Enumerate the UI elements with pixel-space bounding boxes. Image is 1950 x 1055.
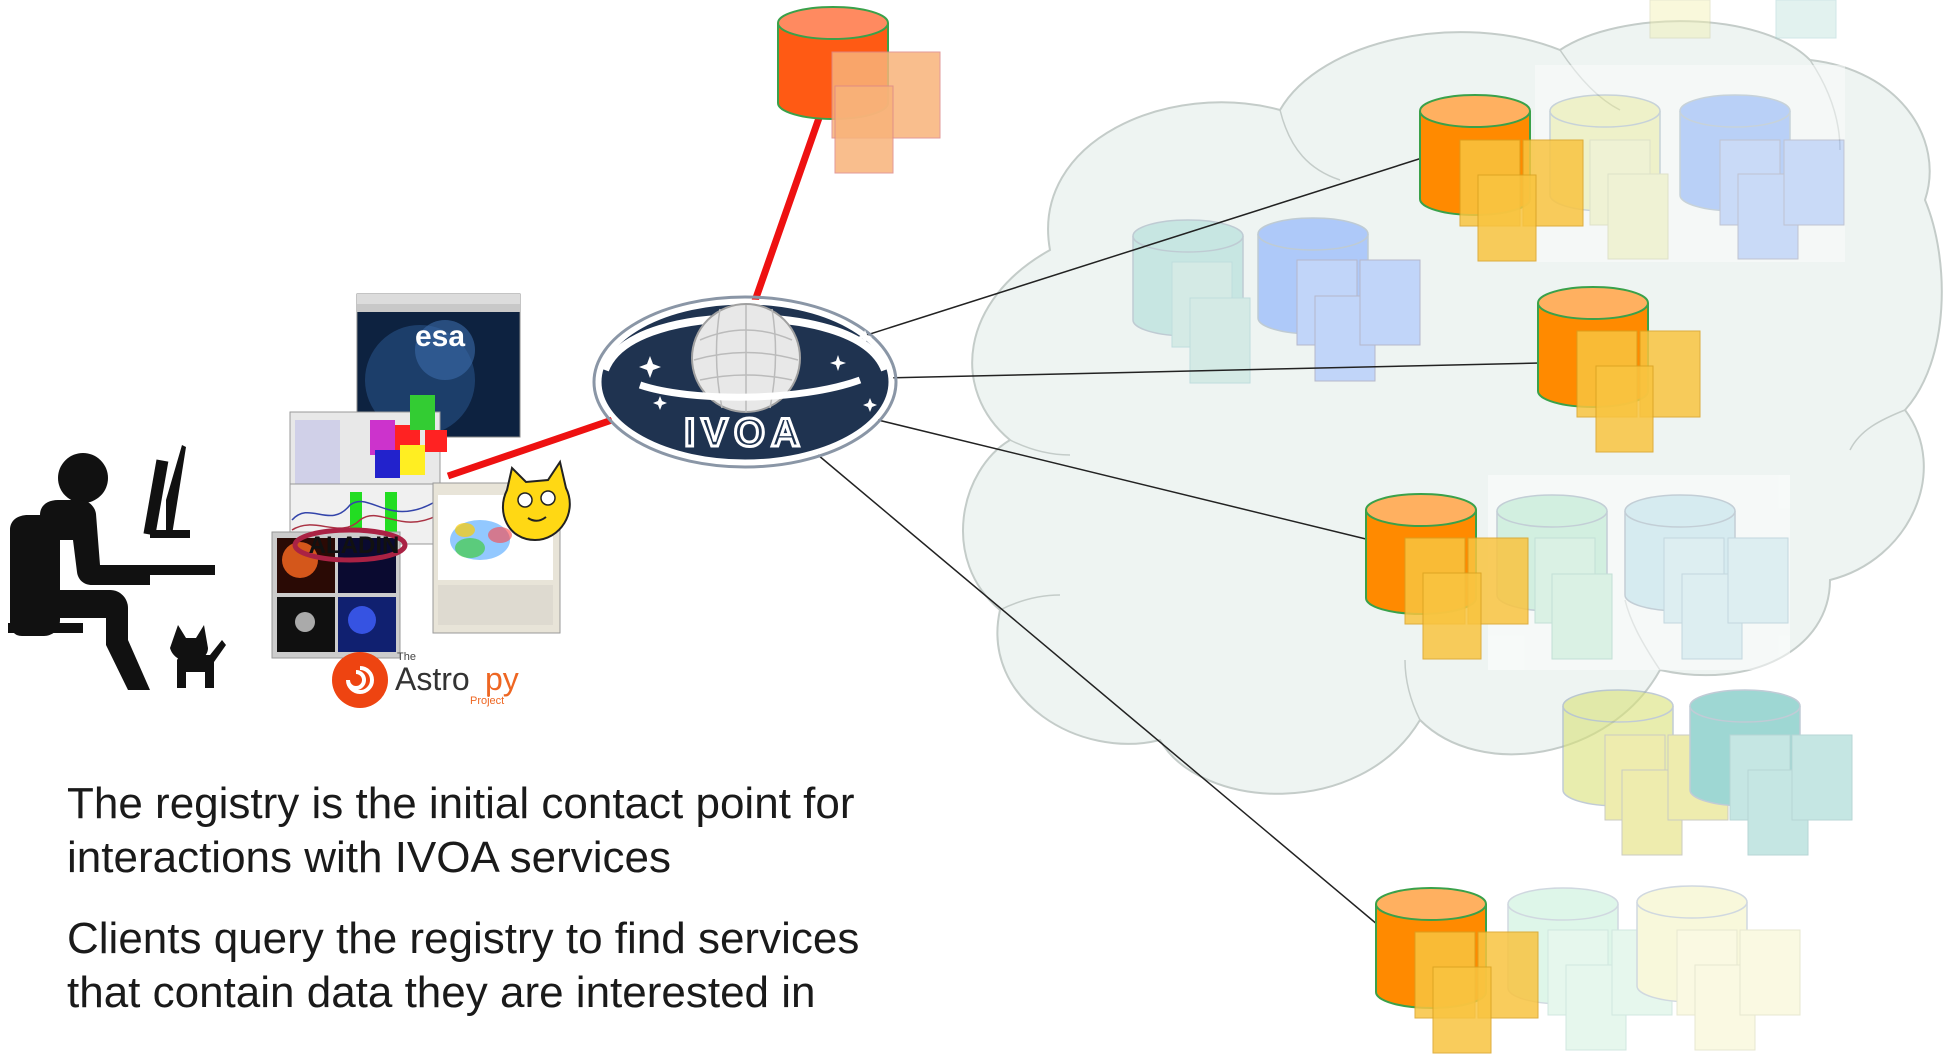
esa-logo: esa [415, 320, 465, 353]
service-1[interactable] [1419, 94, 1584, 262]
caption-paragraph-2: Clients query the registry to find servi… [67, 912, 967, 1020]
astropy-project: Project [470, 695, 504, 707]
red-link-to-clients [446, 416, 614, 480]
aladin-logo: ALADIN [309, 532, 400, 559]
astropy-name-a: Astro [395, 661, 470, 697]
faded-service-group-top [1535, 65, 1845, 262]
faded-service-group-bottom [1507, 885, 1801, 1051]
faded-service-group-middle [1488, 475, 1790, 670]
link-to-service-4 [817, 454, 1379, 926]
aladin-screenshot: ALADIN [271, 527, 408, 659]
service-4[interactable] [1375, 887, 1539, 1054]
caption-2-line-2: that contain data they are interested in [67, 968, 816, 1017]
astropy-name-b: py [485, 661, 519, 697]
dog-icon [170, 625, 226, 688]
faded-service-group-topright [1649, 0, 1837, 39]
caption-paragraph-1: The registry is the initial contact poin… [67, 777, 967, 885]
user-at-desk-icon [8, 445, 215, 690]
ivoa-label: IVOA [684, 411, 806, 455]
faded-service-group-left [1132, 217, 1421, 384]
ivoa-saturn-logo[interactable]: IVOA [592, 295, 898, 469]
caption-1-line-1: The registry is the initial contact poin… [67, 779, 855, 828]
link-to-service-1 [844, 157, 1423, 343]
service-3[interactable] [1365, 493, 1529, 660]
astropy-the: The [397, 651, 416, 663]
link-to-service-3 [877, 419, 1371, 541]
link-to-service-2 [884, 362, 1541, 379]
astropy-logo: The Astro py Project [332, 651, 519, 708]
client-apps-collage: esa [271, 293, 571, 708]
cat-icon [502, 459, 571, 542]
caption-2-line-1: Clients query the registry to find servi… [67, 914, 860, 963]
service-top[interactable] [777, 6, 941, 174]
faded-service-group-lower [1562, 689, 1853, 856]
registry-links [446, 56, 1541, 926]
caption-1-line-2: interactions with IVOA services [67, 833, 672, 882]
service-2[interactable] [1537, 286, 1701, 453]
